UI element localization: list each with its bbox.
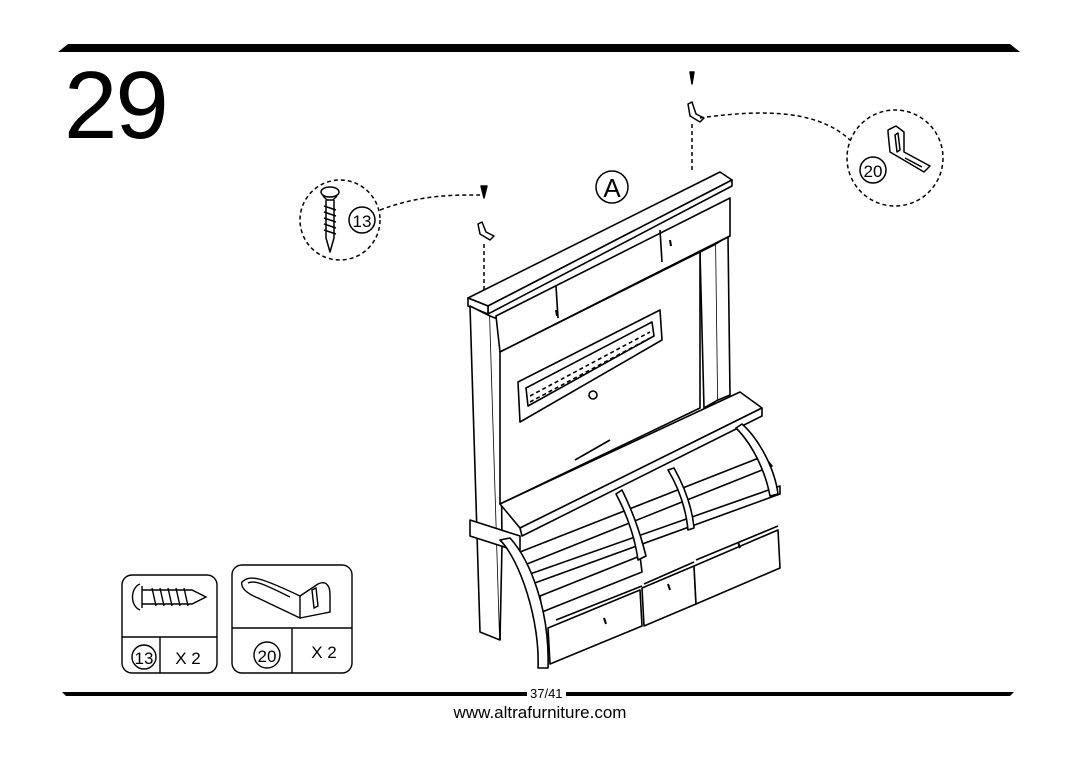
- parts-20-qty: X 2: [311, 643, 337, 662]
- bracket-callout-icon: [887, 125, 931, 173]
- wall-unit: [467, 171, 781, 669]
- screw-callout-icon: [320, 186, 340, 253]
- page-number: 37/41: [527, 687, 566, 700]
- panel-label: A: [603, 173, 621, 203]
- parts-13-number: 13: [135, 649, 154, 668]
- step-number: 29: [64, 52, 169, 159]
- parts-box-13: [121, 574, 218, 674]
- parts-13-qty: X 2: [175, 649, 201, 668]
- website-url: www.altrafurniture.com: [453, 703, 627, 722]
- l-bracket-icon: [241, 577, 331, 620]
- screw-callout-circle: [299, 179, 381, 261]
- bracket-callout-circle: [846, 109, 944, 207]
- header-rule: [58, 44, 1020, 52]
- callout-part-13: 13: [353, 212, 372, 231]
- parts-20-number: 20: [258, 647, 277, 666]
- parts-list: [121, 564, 353, 674]
- callout-part-20: 20: [864, 162, 883, 181]
- screw-icon: [131, 583, 208, 611]
